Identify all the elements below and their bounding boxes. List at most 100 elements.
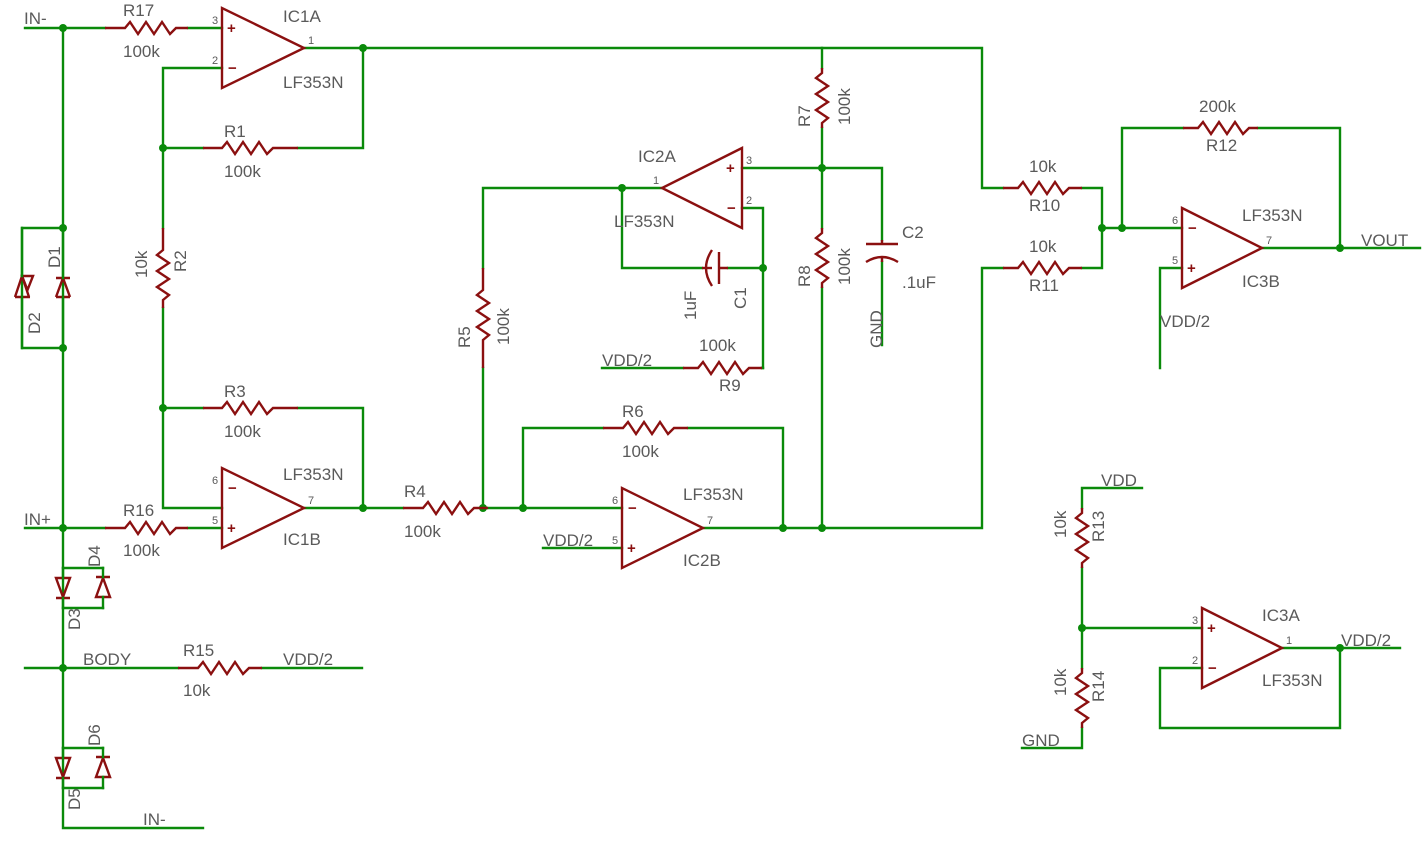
svg-text:6: 6 <box>1172 215 1178 227</box>
label-ic3a: IC3A <box>1262 606 1300 625</box>
svg-text:D6: D6 <box>85 724 104 746</box>
svg-text:200k: 200k <box>1199 97 1236 116</box>
svg-text:−: − <box>228 480 237 497</box>
svg-text:R1: R1 <box>224 122 246 141</box>
svg-text:+: + <box>627 540 636 557</box>
svg-text:7: 7 <box>1266 235 1272 247</box>
label-ic1a-part: LF353N <box>283 73 343 92</box>
net-vdd: VDD <box>1101 471 1137 490</box>
svg-text:2: 2 <box>746 195 752 207</box>
svg-text:−: − <box>1208 660 1217 677</box>
svg-text:5: 5 <box>212 515 218 527</box>
svg-text:R7: R7 <box>795 105 814 127</box>
wires <box>20 26 1422 830</box>
svg-text:R2: R2 <box>171 250 190 272</box>
svg-text:D4: D4 <box>85 545 104 567</box>
label-ic1a: IC1A <box>283 7 321 26</box>
opamp-ic3a <box>1200 606 1285 690</box>
svg-text:D5: D5 <box>65 788 84 810</box>
net-vdd2-ic2b: VDD/2 <box>543 531 593 550</box>
resistor-r14 <box>1073 668 1091 728</box>
opamp-ic3b <box>1180 206 1265 290</box>
svg-text:3: 3 <box>1192 615 1198 627</box>
svg-text:R14: R14 <box>1089 671 1108 702</box>
label-ic3b-part: LF353N <box>1242 206 1302 225</box>
svg-text:2: 2 <box>1192 655 1198 667</box>
resistor-r6 <box>603 419 688 437</box>
svg-text:10k: 10k <box>1051 510 1070 538</box>
resistor-r13 <box>1073 508 1091 568</box>
net-gnd-c2: GND <box>867 310 886 348</box>
opamps <box>220 6 1285 690</box>
svg-text:−: − <box>1188 220 1197 237</box>
svg-text:100k: 100k <box>699 336 736 355</box>
resistor-r1 <box>203 139 298 157</box>
resistor-r4 <box>403 499 488 517</box>
resistor-r15 <box>178 659 262 677</box>
svg-text:R4: R4 <box>404 482 426 501</box>
opamp-ic1a <box>220 6 307 90</box>
resistor-r7 <box>813 68 831 128</box>
svg-text:D1: D1 <box>45 246 64 268</box>
svg-text:1: 1 <box>653 175 659 187</box>
net-vdd2-body: VDD/2 <box>283 650 333 669</box>
diode-labels: D1 D2 D3 D4 D5 D6 <box>25 246 104 810</box>
resistor-labels: R17 100k R1 100k R3 100k R16 100k R15 10… <box>123 1 1237 702</box>
svg-text:C1: C1 <box>731 287 750 309</box>
svg-text:100k: 100k <box>123 541 160 560</box>
diode-d2 <box>13 274 35 299</box>
resistor-r2 <box>154 228 172 308</box>
svg-text:R6: R6 <box>622 402 644 421</box>
label-ic3a-part: LF353N <box>1262 671 1322 690</box>
svg-text:3: 3 <box>212 15 218 27</box>
svg-text:D3: D3 <box>65 608 84 630</box>
svg-text:−: − <box>727 200 736 217</box>
net-vdd2-r9: VDD/2 <box>602 351 652 370</box>
svg-text:R15: R15 <box>183 641 214 660</box>
svg-text:C2: C2 <box>902 223 924 242</box>
svg-text:R11: R11 <box>1029 276 1059 295</box>
svg-text:−: − <box>228 60 237 77</box>
resistor-r16 <box>105 519 188 537</box>
svg-text:1: 1 <box>308 35 314 47</box>
resistor-r12 <box>1183 119 1258 137</box>
svg-text:R5: R5 <box>455 326 474 348</box>
net-vdd2-out: VDD/2 <box>1341 631 1391 650</box>
net-labels: IN- IN+ BODY VDD/2 IN- VDD/2 VDD/2 GND V… <box>24 9 1408 829</box>
capacitor-labels: 1uF C1 C2 .1uF <box>681 223 936 320</box>
svg-text:10k: 10k <box>1029 237 1057 256</box>
svg-text:100k: 100k <box>622 442 659 461</box>
svg-text:6: 6 <box>212 475 218 487</box>
svg-text:R3: R3 <box>224 382 246 401</box>
svg-text:+: + <box>1207 620 1216 637</box>
opamp-ic1b <box>220 466 307 550</box>
svg-text:5: 5 <box>612 535 618 547</box>
svg-text:100k: 100k <box>224 162 261 181</box>
svg-text:10k: 10k <box>132 250 151 278</box>
resistors <box>105 19 1258 728</box>
resistor-r11 <box>1003 259 1082 277</box>
label-ic2a-part: LF353N <box>614 212 674 231</box>
resistor-r9 <box>683 359 762 377</box>
opamp-ic2a <box>659 146 744 230</box>
svg-text:100k: 100k <box>404 522 441 541</box>
svg-text:+: + <box>227 20 236 37</box>
svg-text:+: + <box>726 160 735 177</box>
opamp-signs: + − − + + − − + − + + − <box>227 20 1217 677</box>
svg-text:+: + <box>227 520 236 537</box>
svg-text:1: 1 <box>1286 635 1292 647</box>
diode-d6 <box>94 754 112 779</box>
svg-text:10k: 10k <box>1029 157 1057 176</box>
svg-text:2: 2 <box>212 55 218 67</box>
svg-text:7: 7 <box>707 515 713 527</box>
svg-text:7: 7 <box>308 495 314 507</box>
label-ic2b-part: LF353N <box>683 485 743 504</box>
resistor-r10 <box>1003 179 1082 197</box>
svg-text:R10: R10 <box>1029 196 1060 215</box>
diode-d4 <box>94 574 112 599</box>
svg-text:100k: 100k <box>835 248 854 285</box>
svg-text:5: 5 <box>1172 255 1178 267</box>
net-vdd2-ic3b: VDD/2 <box>1160 312 1210 331</box>
label-ic2a: IC2A <box>638 147 676 166</box>
